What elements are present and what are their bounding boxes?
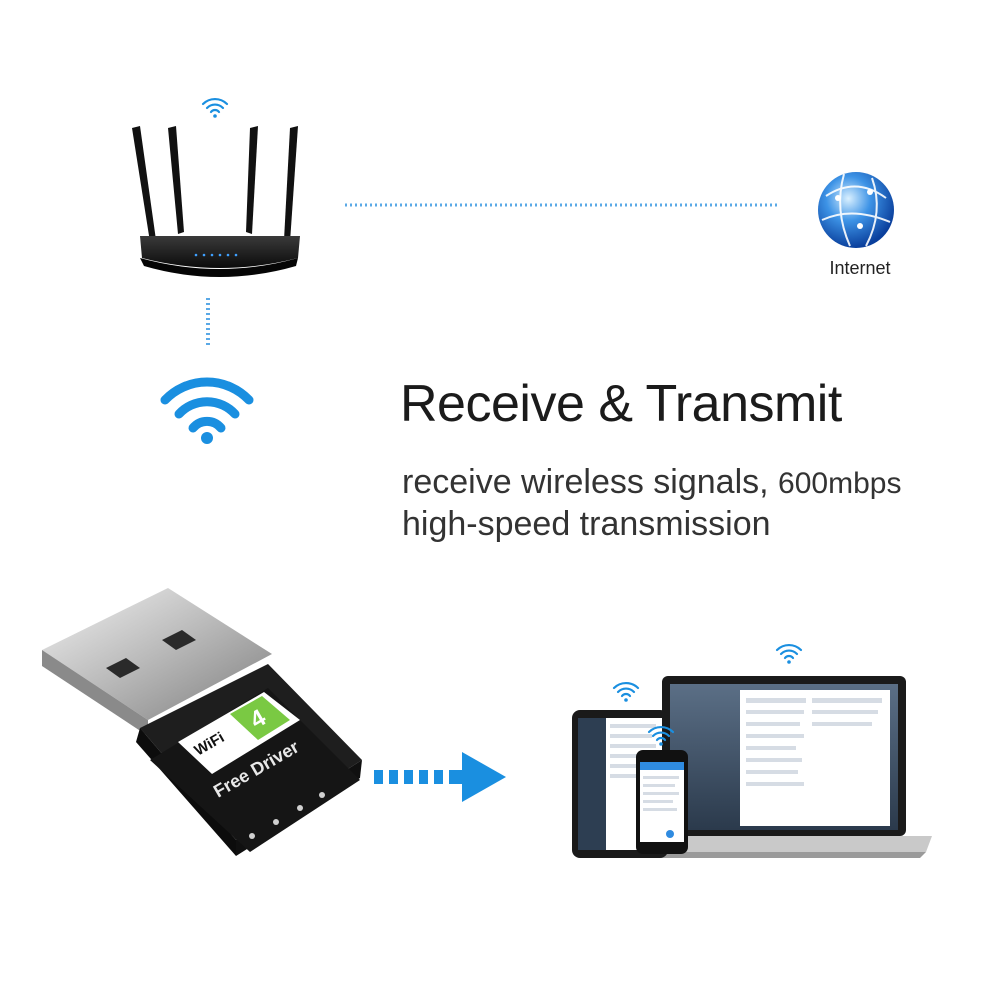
wifi-signal-icon bbox=[647, 725, 675, 746]
description-speed: 600mbps bbox=[778, 467, 902, 500]
router-image bbox=[132, 126, 300, 277]
usb-adapter-image bbox=[42, 588, 362, 856]
wifi-signal-icon bbox=[160, 377, 254, 444]
laptop-image bbox=[640, 676, 932, 858]
internet-label: Internet bbox=[829, 258, 891, 278]
description-line-2: high-speed transmission bbox=[402, 505, 771, 543]
wifi-signal-icon bbox=[201, 97, 229, 118]
wifi-signal-icon bbox=[775, 643, 803, 664]
globe-icon bbox=[818, 172, 894, 248]
arrow-right-icon bbox=[374, 752, 506, 802]
description-line-1: receive wireless signals, 600mbps bbox=[402, 462, 992, 504]
description-text: receive wireless signals, bbox=[402, 463, 779, 501]
headline: Receive & Transmit bbox=[400, 375, 842, 433]
phone-image bbox=[636, 750, 688, 854]
wifi-signal-icon bbox=[612, 681, 640, 702]
